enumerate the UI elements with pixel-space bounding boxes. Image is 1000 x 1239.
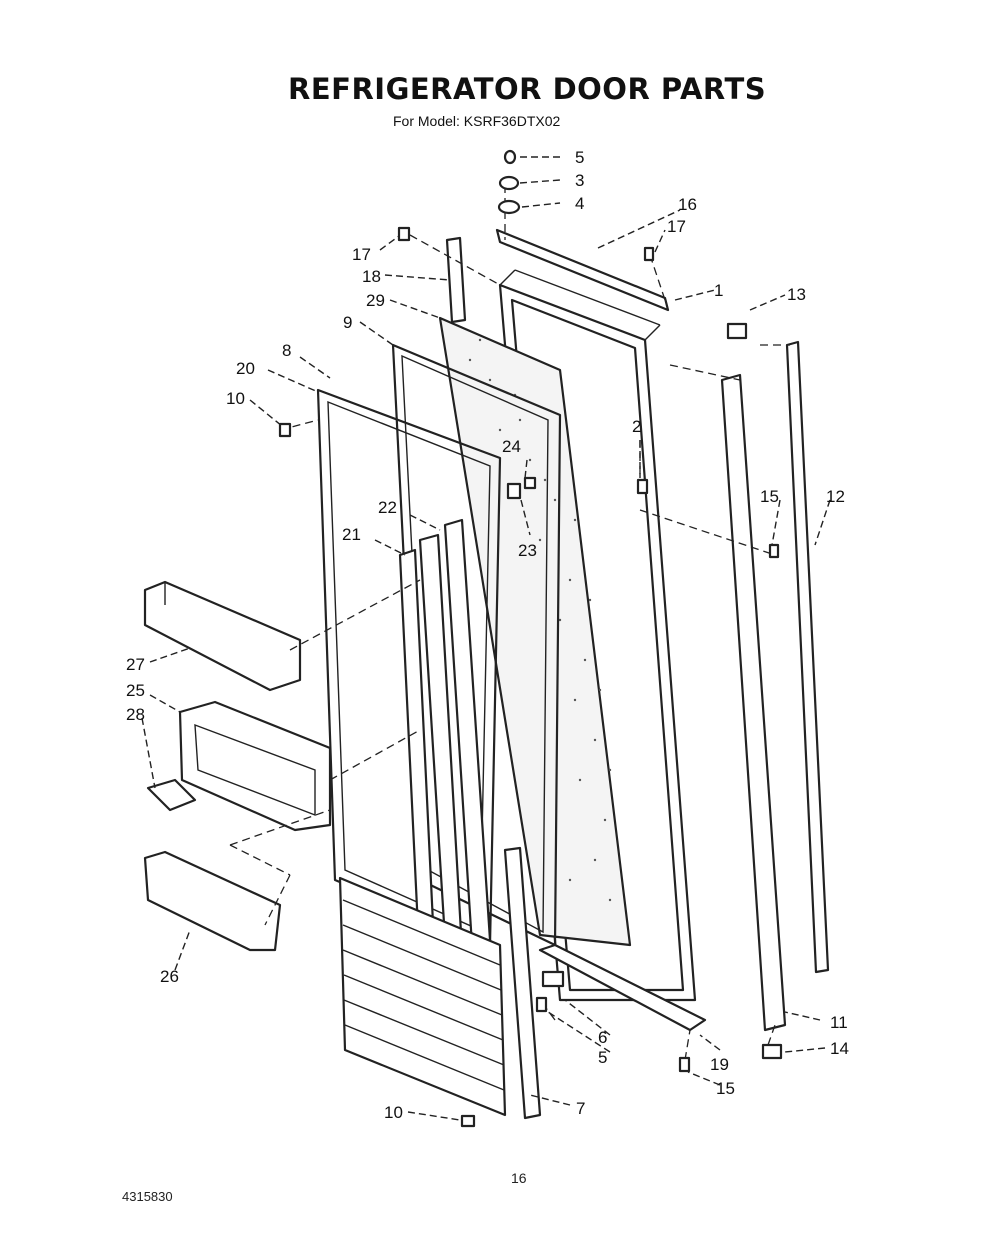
bottom-hinge-bracket [538, 943, 707, 1032]
shelf-rails [398, 518, 492, 972]
callout-labels: 5 3 4 16 17 17 18 29 9 8 20 10 1 13 2 24… [126, 148, 849, 1122]
callout-8: 8 [282, 341, 291, 360]
screw-icon [535, 996, 548, 1013]
callout-24: 24 [502, 437, 521, 456]
screw-icon [278, 422, 292, 438]
door-stop-icon [636, 478, 649, 495]
page-title: REFRIGERATOR DOOR PARTS [288, 72, 767, 106]
door-side-trim [720, 373, 787, 1032]
callout-17: 17 [352, 245, 371, 264]
model-subtitle: For Model: KSRF36DTX02 [393, 113, 561, 129]
callout-10: 10 [226, 389, 245, 408]
callout-1: 1 [714, 281, 723, 300]
lower-trim-panel [143, 850, 282, 952]
washer-icon [497, 199, 521, 215]
top-hinge-bar [495, 228, 670, 312]
bracket-icon [541, 970, 565, 988]
callout-16: 16 [678, 195, 697, 214]
hinge-screw-icon [503, 149, 517, 165]
callout-12: 12 [826, 487, 845, 506]
dispenser-bin [178, 700, 332, 832]
callout-7: 7 [576, 1099, 585, 1118]
callout-2: 2 [632, 417, 641, 436]
callout-5: 5 [575, 148, 584, 167]
callout-27: 27 [126, 655, 145, 674]
screw-icon [643, 246, 655, 262]
callout-26: 26 [160, 967, 179, 986]
callout-25: 25 [126, 681, 145, 700]
hinge-pin-icon [498, 175, 520, 191]
callout-4: 4 [575, 194, 584, 213]
door-bottom-panel [338, 876, 507, 1117]
document-number: 4315830 [122, 1189, 173, 1204]
screw-icon [678, 1056, 691, 1073]
callout-3: 3 [575, 171, 584, 190]
callout-14: 14 [830, 1039, 849, 1058]
callout-15: 15 [760, 487, 779, 506]
bracket-icon [506, 482, 522, 500]
page-number: 16 [511, 1170, 527, 1186]
screw-icon [460, 1114, 476, 1128]
callout-28: 28 [126, 705, 145, 724]
breaker-strip [503, 846, 542, 1120]
hinge-cap-icon [726, 322, 748, 340]
callout-11: 11 [830, 1013, 848, 1032]
callout-19: 19 [710, 1055, 729, 1074]
assembly-guide-lines [229, 185, 790, 1061]
callout-20: 20 [236, 359, 255, 378]
callout-10: 10 [384, 1103, 403, 1122]
callout-29: 29 [366, 291, 385, 310]
callout-23: 23 [518, 541, 537, 560]
callout-17: 17 [667, 217, 686, 236]
callout-22: 22 [378, 498, 397, 517]
leader-lines [141, 156, 831, 1121]
small-cover [146, 778, 197, 812]
callout-18: 18 [362, 267, 381, 286]
hinge-cap-icon [761, 1043, 783, 1060]
door-shelf [143, 580, 302, 692]
gasket-strip [785, 340, 830, 974]
hinge-column [445, 236, 467, 324]
callout-5: 5 [598, 1048, 607, 1067]
screw-icon [397, 226, 411, 242]
foam-panel [438, 316, 632, 947]
callout-21: 21 [342, 525, 361, 544]
screw-icon [523, 476, 537, 490]
callout-13: 13 [787, 285, 806, 304]
hardware-screws-caps [278, 149, 783, 1128]
callout-9: 9 [343, 313, 352, 332]
callout-15: 15 [716, 1079, 735, 1098]
screw-icon [768, 543, 780, 559]
callout-6: 6 [598, 1028, 607, 1047]
